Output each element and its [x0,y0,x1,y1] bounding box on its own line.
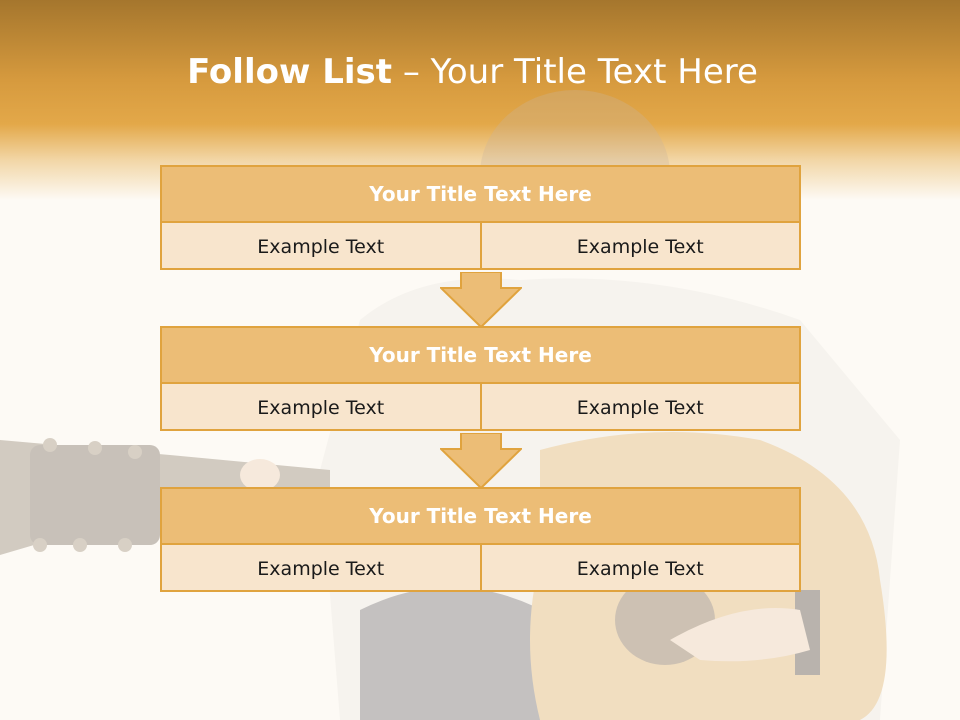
page-title: Follow List – Your Title Text Here [0,52,945,92]
step-row: Example Text Example Text [162,545,799,592]
step-text-right: Example Text [576,557,704,580]
step-text-right: Example Text [576,235,704,258]
step-row: Example Text Example Text [162,223,799,270]
step-text-left: Example Text [162,223,482,270]
down-arrow-icon [440,433,522,489]
page-title-strong: Follow List [187,52,393,92]
step-text-left: Example Text [162,384,482,431]
step-block-1: Your Title Text Here Example Text Exampl… [160,165,801,270]
step-block-2: Your Title Text Here Example Text Exampl… [160,326,801,431]
step-title: Your Title Text Here [162,167,799,223]
page-title-rest: – Your Title Text Here [392,52,758,92]
step-block-3: Your Title Text Here Example Text Exampl… [160,487,801,592]
step-title: Your Title Text Here [162,328,799,384]
step-title: Your Title Text Here [162,489,799,545]
down-arrow-icon [440,272,522,328]
step-row: Example Text Example Text [162,384,799,431]
step-text-left: Example Text [162,545,482,592]
step-text-right: Example Text [576,396,704,419]
